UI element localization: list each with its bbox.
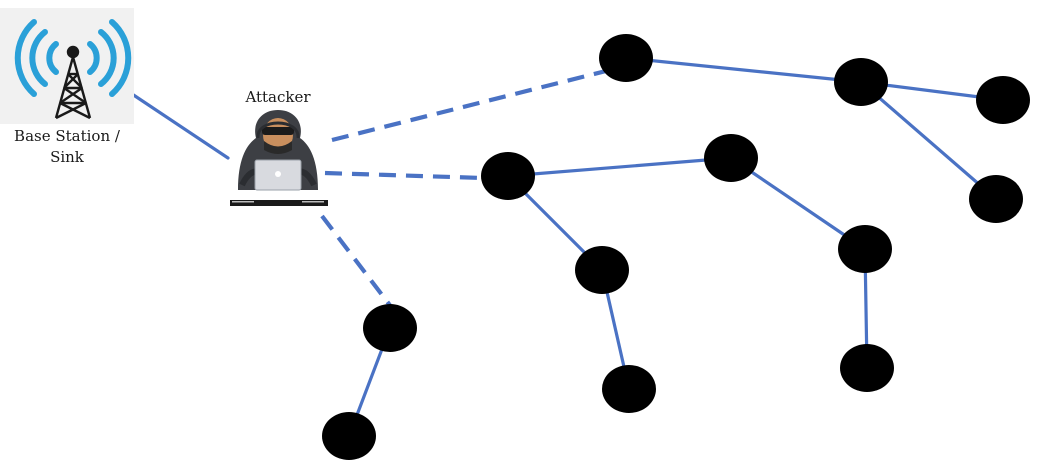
hacker-laptop-icon [230, 110, 328, 206]
sensor-node [838, 225, 892, 273]
base-station-label-line1: Base Station / [14, 127, 121, 145]
base-station: Base Station / Sink [0, 8, 134, 166]
sensor-nodes [322, 34, 1030, 460]
attacker-label: Attacker [244, 88, 311, 106]
link-attacker-to-node-3 [320, 214, 394, 310]
sensor-node [976, 76, 1030, 124]
base-station-label-line2: Sink [50, 148, 85, 166]
link-node-1-to-node-4 [624, 56, 863, 84]
link-node-2-to-node-7 [506, 156, 733, 178]
sensor-node [322, 412, 376, 460]
radio-tower-icon [14, 19, 132, 120]
sensor-node [840, 344, 894, 392]
sensor-node [602, 365, 656, 413]
sensor-node [969, 175, 1023, 223]
sensor-node [575, 246, 629, 294]
sensor-node [599, 34, 653, 82]
link-attacker-to-node-2 [324, 170, 484, 181]
link-base-to-attacker [130, 92, 230, 160]
sensor-node [704, 134, 758, 182]
attacker: Attacker [230, 88, 328, 206]
link-attacker-to-node-1 [331, 67, 611, 143]
link-node-7-to-node-8 [729, 156, 867, 251]
link-node-4-to-node-6 [859, 80, 998, 201]
sensor-node [363, 304, 417, 352]
sensor-node [481, 152, 535, 200]
sensor-node [834, 58, 888, 106]
